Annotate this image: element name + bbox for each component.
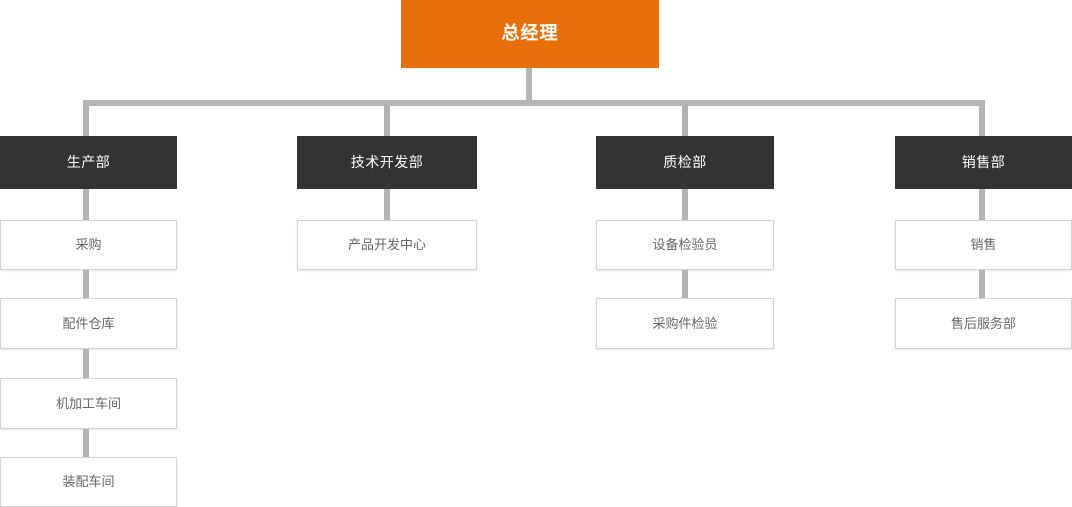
org-node-unit-1-4-label: 装配车间	[62, 474, 115, 490]
org-node-unit-1-2[interactable]: 配件仓库	[0, 298, 177, 349]
org-node-unit-4-2-label: 售后服务部	[950, 315, 1016, 331]
org-node-unit-1-1[interactable]: 采购	[0, 220, 177, 270]
org-node-department-4[interactable]: 销售部	[895, 136, 1072, 189]
org-node-unit-4-1[interactable]: 销售	[895, 220, 1072, 270]
org-node-unit-1-4[interactable]: 装配车间	[0, 457, 177, 507]
connector-dept-3-to-unit-1	[682, 189, 688, 220]
org-node-unit-3-2[interactable]: 采购件检验	[596, 298, 774, 349]
org-node-unit-1-1-label: 采购	[75, 237, 102, 253]
connector-unit-1-3-to-1-4	[83, 429, 89, 457]
org-node-department-1[interactable]: 生产部	[0, 136, 177, 189]
org-node-department-1-label: 生产部	[66, 154, 111, 171]
org-node-department-2[interactable]: 技术开发部	[297, 136, 477, 189]
connector-level1-bus	[83, 100, 985, 106]
connector-dept-4-to-unit-1	[979, 189, 985, 220]
connector-unit-1-2-to-1-3	[83, 349, 89, 378]
connector-drop-dept-3	[682, 100, 688, 136]
org-node-unit-2-1[interactable]: 产品开发中心	[297, 220, 477, 270]
org-node-root[interactable]: 总经理	[401, 0, 659, 68]
org-node-root-label: 总经理	[501, 23, 559, 44]
connector-unit-4-1-to-4-2	[979, 270, 985, 298]
connector-drop-dept-2	[384, 100, 390, 136]
org-node-department-3[interactable]: 质检部	[596, 136, 774, 189]
org-node-unit-4-2[interactable]: 售后服务部	[895, 298, 1072, 349]
org-node-unit-2-1-label: 产品开发中心	[347, 237, 426, 253]
connector-unit-1-1-to-1-2	[83, 270, 89, 298]
org-node-unit-3-2-label: 采购件检验	[652, 315, 718, 331]
org-node-unit-1-3[interactable]: 机加工车间	[0, 378, 177, 429]
connector-drop-dept-4	[979, 100, 985, 136]
connector-dept-2-to-unit-1	[384, 189, 390, 220]
org-node-unit-1-3-label: 机加工车间	[55, 395, 121, 411]
connector-dept-1-to-unit-1	[83, 189, 89, 220]
org-node-department-3-label: 质检部	[663, 154, 707, 171]
org-node-department-2-label: 技术开发部	[350, 154, 424, 171]
org-node-unit-4-1-label: 销售	[970, 237, 997, 253]
org-node-unit-3-1[interactable]: 设备检验员	[596, 220, 774, 270]
connector-root-stem	[526, 68, 532, 100]
org-node-unit-1-2-label: 配件仓库	[62, 315, 115, 331]
connector-drop-dept-1	[83, 100, 89, 136]
connector-unit-3-1-to-3-2	[682, 270, 688, 298]
org-node-unit-3-1-label: 设备检验员	[652, 237, 718, 253]
org-node-department-4-label: 销售部	[961, 154, 1006, 171]
